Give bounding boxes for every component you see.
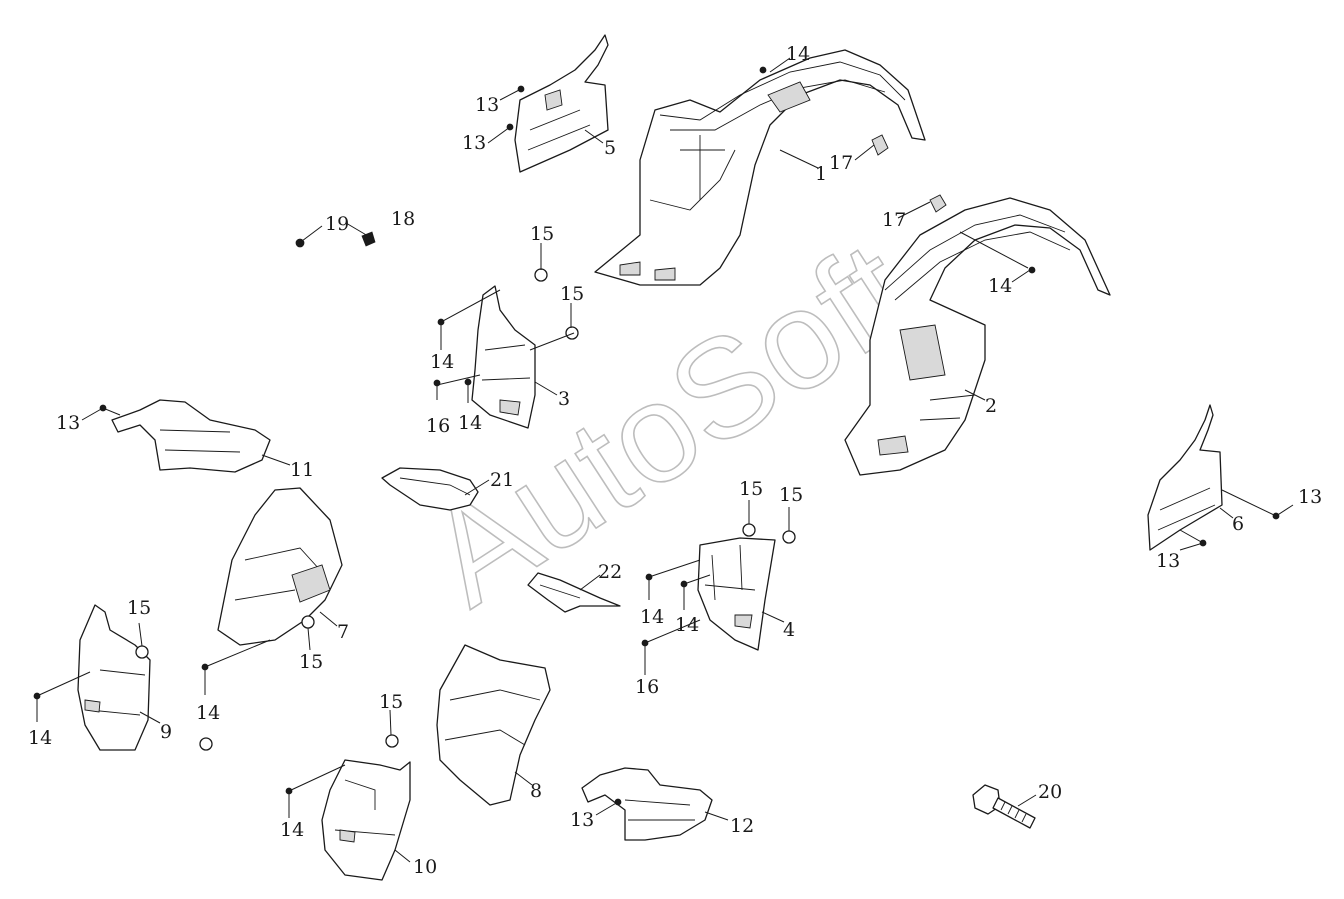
part-2-wheelhouse-liner [844,197,1111,476]
callout-14: 14 [675,614,699,636]
callout-22: 22 [598,561,622,583]
callout-13: 13 [475,94,499,116]
callout-4: 4 [783,619,795,641]
callout-15: 15 [779,484,803,506]
part-18-fastener [361,231,376,247]
callout-14: 14 [28,727,52,749]
part-12-shield [581,767,713,841]
callout-15: 15 [299,651,323,673]
part-8-liner-panel [436,644,551,806]
callout-19: 19 [325,213,349,235]
callout-14: 14 [458,412,482,434]
callout-13: 13 [570,809,594,831]
callouts: 1 17 14 17 14 2 5 13 13 19 18 15 15 14 3… [28,43,1322,878]
callout-11: 11 [290,459,314,481]
callout-16: 16 [635,676,659,698]
callout-2: 2 [985,395,997,417]
callout-14: 14 [640,606,664,628]
part-9-mudflap [77,604,151,751]
callout-6: 6 [1232,513,1244,535]
callout-16: 16 [426,415,450,437]
part-1-wheelhouse-liner [594,49,926,286]
callout-13: 13 [1298,486,1322,508]
part-10-mudflap [321,759,411,881]
callout-10: 10 [413,856,437,878]
leader-lines [36,57,1294,863]
callout-5: 5 [604,137,616,159]
callout-7: 7 [337,621,349,643]
part-7-liner-panel [217,487,343,646]
callout-15: 15 [530,223,554,245]
screw-heads [135,268,796,751]
callout-3: 3 [558,388,570,410]
callout-15: 15 [127,597,151,619]
callout-12: 12 [730,815,754,837]
callout-20: 20 [1038,781,1062,803]
callout-14: 14 [988,275,1012,297]
callout-1: 1 [815,163,827,185]
callout-14: 14 [196,702,220,724]
callout-13: 13 [1156,550,1180,572]
callout-17: 17 [882,209,906,231]
callout-8: 8 [530,780,542,802]
callout-17: 17 [829,152,853,174]
callout-15: 15 [379,691,403,713]
callout-15: 15 [560,283,584,305]
callout-14: 14 [430,351,454,373]
part-17-clip [871,134,947,213]
part-22-bracket [527,572,621,613]
part-21-bracket [381,467,479,511]
callout-9: 9 [160,721,172,743]
callout-18: 18 [391,208,415,230]
part-6-shield [1147,404,1223,551]
callout-14: 14 [280,819,304,841]
part-20-bolt [972,784,1036,829]
callout-13: 13 [56,412,80,434]
part-11-shield [111,399,271,473]
callout-14: 14 [786,43,810,65]
callout-15: 15 [739,478,763,500]
part-3-mudguard [471,285,536,429]
callout-13: 13 [462,132,486,154]
part-5-shield [514,34,609,173]
part-4-mudguard [697,537,776,651]
callout-21: 21 [490,469,514,491]
